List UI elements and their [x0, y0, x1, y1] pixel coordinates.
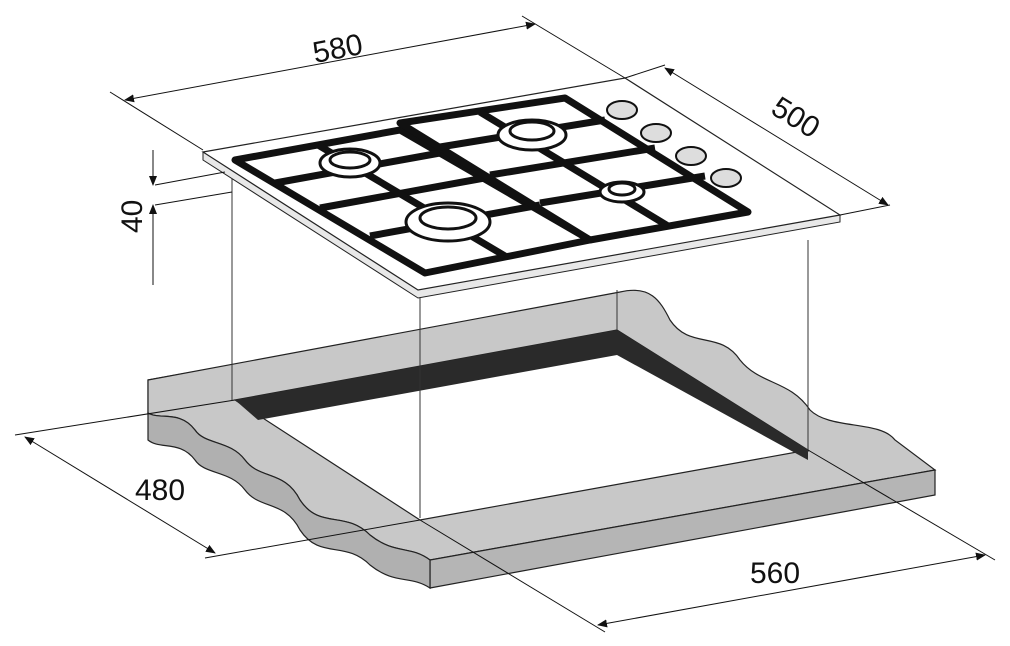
knob	[710, 168, 742, 188]
hob-body	[231, 175, 809, 518]
dim-label-hob-height: 40	[116, 200, 149, 233]
cutout	[233, 329, 810, 521]
knob	[606, 100, 638, 120]
hob-top-plate	[201, 77, 842, 299]
burners	[318, 118, 646, 243]
dim-line-580	[109, 15, 626, 151]
dim-label-cutout-width: 560	[750, 557, 800, 590]
dim-line-500	[624, 64, 891, 216]
dim-line-40	[149, 150, 233, 285]
dim-line-560	[419, 449, 996, 633]
dim-label-hob-depth: 500	[766, 91, 826, 146]
dim-label-cutout-depth: 480	[135, 474, 185, 507]
knob	[675, 146, 707, 166]
knob	[640, 123, 672, 143]
dim-label-hob-width: 580	[310, 28, 365, 70]
dim-line-480	[14, 399, 421, 559]
